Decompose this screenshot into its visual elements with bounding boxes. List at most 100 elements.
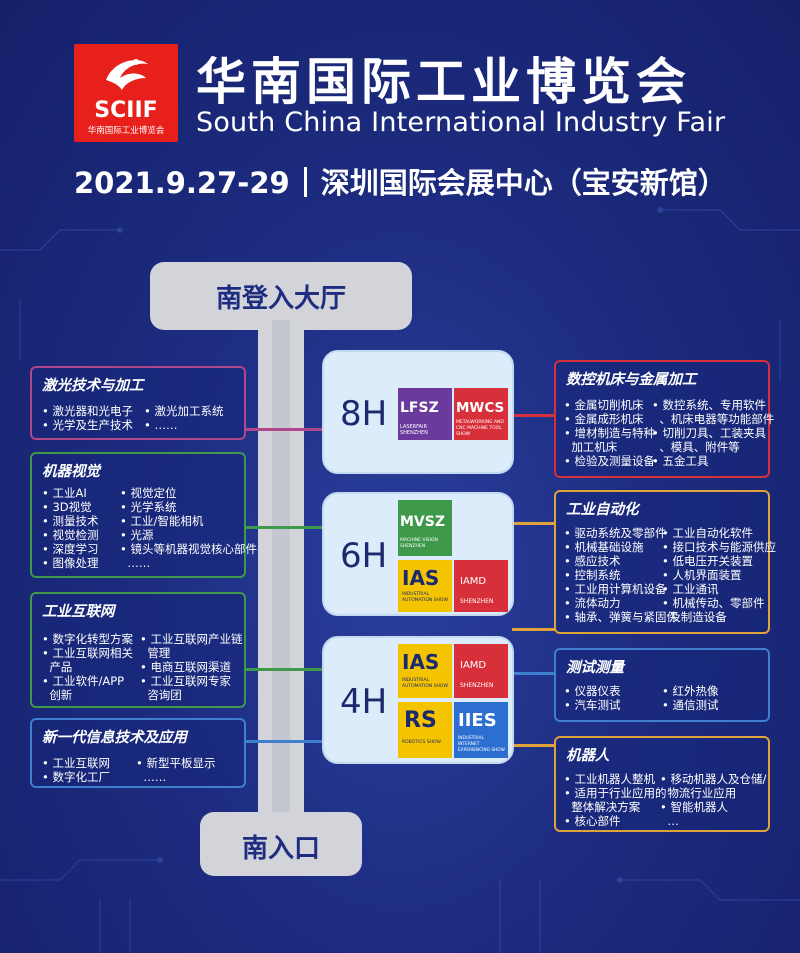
south-lobby-label: 南登入大厅 bbox=[215, 284, 346, 314]
list-item: 工业AI bbox=[42, 486, 86, 500]
list-item: 工业自动化软件 bbox=[662, 526, 753, 540]
list-item: 测量技术 bbox=[42, 514, 98, 528]
list-item: 驱动系统及零部件 bbox=[564, 526, 666, 540]
hall-8h-label: 8H bbox=[340, 394, 388, 434]
panel-robot[interactable]: 机器人 工业机器人整机 移动机器人及仓储/ 适用于行业应用的 物流行业应用 整体… bbox=[554, 736, 770, 832]
list-item: 产品 bbox=[49, 660, 73, 674]
list-item: 工业软件/APP bbox=[42, 674, 124, 688]
tile-iies[interactable] bbox=[454, 702, 508, 758]
sciif-logo: SCIIF 华南国际工业博览会 bbox=[74, 44, 178, 142]
south-entrance-label: 南入口 bbox=[241, 834, 320, 864]
date-venue-line: 2021.9.27-29 深圳国际会展中心（宝安新馆） bbox=[74, 160, 727, 202]
tile-mvsz[interactable] bbox=[398, 500, 452, 556]
list-item: 机械传动、零部件 bbox=[662, 596, 764, 610]
tile-lfsz[interactable] bbox=[398, 388, 452, 440]
panel-cnc[interactable]: 数控机床与金属加工 金属切削机床 数控系统、专用软件 金属成形机床 、机床电器等… bbox=[554, 360, 774, 478]
list-item: 整体解决方案 bbox=[571, 800, 641, 814]
list-item: 数控系统、专用软件 bbox=[652, 398, 766, 412]
list-item: 、机床电器等功能部件 bbox=[659, 412, 775, 426]
list-item: 物流行业应用 bbox=[667, 786, 737, 800]
tile-ias-6h[interactable] bbox=[398, 560, 452, 612]
list-item: 控制系统 bbox=[564, 568, 620, 582]
tile-mwcs-label: MWCS bbox=[456, 400, 505, 416]
connector-vision bbox=[246, 526, 324, 529]
tile-rs-label: RS bbox=[404, 708, 437, 733]
list-item: 汽车测试 bbox=[564, 698, 620, 712]
tile-iamd-4h-sub: SHENZHEN bbox=[460, 682, 494, 689]
tile-mwcs-sub: METALWORKING AND CNC MACHINE TOOL SHOW bbox=[456, 420, 504, 437]
tile-ias-6h-label: IAS bbox=[402, 566, 440, 590]
connector-iiot bbox=[246, 668, 324, 671]
list-item: 镜头等机器视觉核心部件 bbox=[120, 542, 257, 556]
list-item: 工业互联网相关 bbox=[42, 646, 133, 660]
tile-mwcs[interactable] bbox=[454, 388, 508, 440]
tile-iamd-6h[interactable] bbox=[454, 560, 508, 612]
list-item: 创新 bbox=[49, 688, 73, 702]
list-item: 核心部件 bbox=[564, 814, 620, 828]
panel-cnc-title: 数控机床与金属加工 bbox=[566, 372, 697, 388]
list-item: 机械基础设施 bbox=[564, 540, 643, 554]
hall-4h-label: 4H bbox=[340, 682, 388, 722]
panel-automation[interactable]: 工业自动化 驱动系统及零部件 工业自动化软件 机械基础设施 接口技术与能源供应 … bbox=[554, 490, 776, 634]
list-item: 加工机床 bbox=[571, 440, 618, 454]
tile-rs-sub: ROBOTICS SHOW bbox=[402, 740, 441, 745]
list-item: 视觉定位 bbox=[120, 486, 176, 500]
list-item: 轴承、弹簧与紧固件 bbox=[564, 610, 678, 624]
event-venue: 深圳国际会展中心（宝安新馆） bbox=[320, 166, 727, 200]
list-item: 工业机器人整机 bbox=[564, 772, 655, 786]
list-item: 视觉检测 bbox=[42, 528, 98, 542]
panel-it[interactable]: 新一代信息技术及应用 工业互联网 新型平板显示 数字化工厂 …… bbox=[30, 718, 246, 788]
list-item: 工业互联网专家 bbox=[140, 674, 231, 688]
connector-automation bbox=[512, 522, 556, 525]
list-item: 金属切削机床 bbox=[564, 398, 643, 412]
list-item: 及制造设备 bbox=[669, 610, 727, 624]
tile-iies-sub: INDUSTRIAL INTERNET EXPERIENCING SHOW bbox=[458, 736, 505, 753]
connector-testing bbox=[512, 672, 556, 675]
tile-iamd-4h-label: IAMD bbox=[460, 660, 487, 671]
list-item: 流体动力 bbox=[564, 596, 620, 610]
list-item: …… bbox=[144, 418, 177, 432]
tile-ias-4h[interactable] bbox=[398, 644, 452, 698]
tile-mvsz-label: MVSZ bbox=[400, 514, 446, 530]
list-item: 数字化工厂 bbox=[42, 770, 110, 784]
list-item: 新型平板显示 bbox=[136, 756, 215, 770]
corridor-inner bbox=[272, 320, 290, 830]
list-item: 数字化转型方案 bbox=[42, 632, 133, 646]
panel-testing[interactable]: 测试测量 仪器仪表 红外热像 汽车测试 通信测试 bbox=[554, 648, 770, 722]
list-item: 3D视觉 bbox=[42, 500, 91, 514]
south-entrance-block bbox=[200, 812, 362, 876]
list-item: …… bbox=[127, 556, 151, 570]
panel-vision[interactable]: 机器视觉 工业AI 视觉定位 3D视觉 光学系统 测量技术 工业/智能相机 视觉… bbox=[30, 452, 257, 578]
event-date: 2021.9.27-29 bbox=[74, 166, 290, 200]
list-item: 激光加工系统 bbox=[144, 404, 223, 418]
panel-testing-title: 测试测量 bbox=[566, 660, 624, 676]
tile-ias-6h-sub: INDUSTRIAL AUTOMATION SHOW bbox=[402, 592, 448, 603]
list-item: 咨询团 bbox=[147, 688, 182, 702]
list-item: 五金工具 bbox=[652, 454, 708, 468]
list-item: 低电压开关装置 bbox=[662, 554, 753, 568]
tile-iies-label: IIES bbox=[458, 710, 497, 731]
panel-iiot[interactable]: 工业互联网 数字化转型方案 工业互联网产业链 管理 工业互联网相关 产品 电商互… bbox=[30, 592, 246, 708]
hall-6h-label: 6H bbox=[340, 536, 388, 576]
list-item: 通信测试 bbox=[662, 698, 718, 712]
list-item: 光源 bbox=[120, 528, 153, 542]
list-item: 工业用计算机设备 bbox=[564, 582, 666, 596]
logo-subtitle: 华南国际工业博览会 bbox=[87, 126, 165, 136]
list-item: 仪器仪表 bbox=[564, 684, 620, 698]
list-item: 切削刀具、工装夹具 bbox=[652, 426, 766, 440]
tile-iamd-6h-label: IAMD bbox=[460, 576, 487, 587]
tile-mvsz-sub: MACHINE VISION SHENZHEN bbox=[400, 538, 438, 549]
connector-robot bbox=[512, 744, 556, 747]
tile-ias-4h-label: IAS bbox=[402, 650, 440, 674]
list-item: 电商互联网渠道 bbox=[140, 660, 231, 674]
panel-robot-title: 机器人 bbox=[566, 748, 610, 764]
tile-rs[interactable] bbox=[398, 702, 452, 758]
title-chinese: 华南国际工业博览会 bbox=[196, 53, 691, 111]
list-item: 光学及生产技术 bbox=[42, 418, 133, 432]
list-item: 智能机器人 bbox=[660, 800, 728, 814]
list-item: 光学系统 bbox=[120, 500, 176, 514]
panel-laser[interactable]: 激光技术与加工 激光器和光电子 激光加工系统 光学及生产技术 …… bbox=[30, 366, 246, 440]
tile-iamd-4h[interactable] bbox=[454, 644, 508, 698]
list-item: 检验及测量设备 bbox=[564, 454, 655, 468]
